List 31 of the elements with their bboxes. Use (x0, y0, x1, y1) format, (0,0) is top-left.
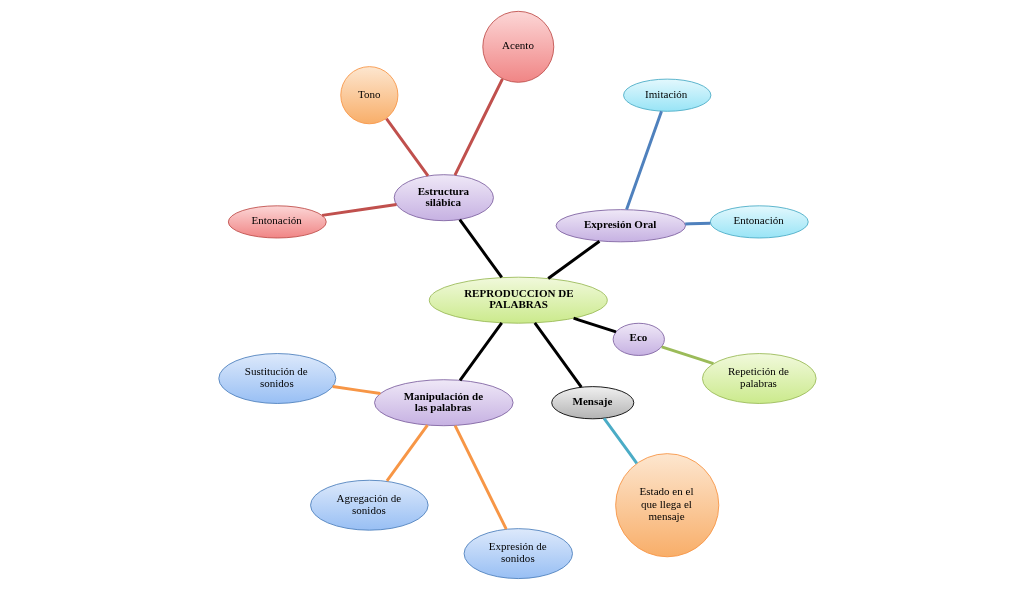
node-ellipse: Manipulación de las palabras (373, 379, 514, 427)
node-circle: Acento (481, 10, 554, 83)
connector (684, 221, 710, 226)
node-ellipse: Expresión Oral (555, 209, 686, 243)
connector (458, 322, 503, 382)
connector (385, 424, 429, 482)
node-ellipse: Repetición de palabras (701, 353, 817, 404)
node-ellipse: Eco (612, 322, 665, 356)
node-circle: Estado en el que llega el mensaje (614, 453, 719, 558)
connector (384, 117, 429, 177)
connector (331, 385, 381, 395)
node-circle: Tono (339, 66, 398, 125)
connector (453, 424, 508, 530)
connector (572, 316, 616, 334)
connector (624, 110, 663, 210)
node-ellipse: Expresión de sonidos (463, 528, 573, 579)
connector (660, 345, 714, 366)
connector (533, 322, 583, 388)
node-ellipse: Entonación (709, 205, 809, 239)
node-ellipse: Agregación de sonidos (309, 479, 429, 531)
node-ellipse: Sustitución de sonidos (217, 353, 336, 404)
connector (321, 203, 397, 217)
node-ellipse: REPRODUCCION DE PALABRAS (428, 276, 608, 324)
node-ellipse: Entonación (227, 205, 327, 239)
node-ellipse: Estructura silábica (393, 174, 494, 222)
node-ellipse: Imitación (622, 78, 711, 112)
connector (458, 218, 503, 279)
node-ellipse: Mensaje (550, 386, 634, 420)
connector (546, 240, 600, 280)
connector (602, 417, 638, 465)
connector (453, 78, 504, 176)
